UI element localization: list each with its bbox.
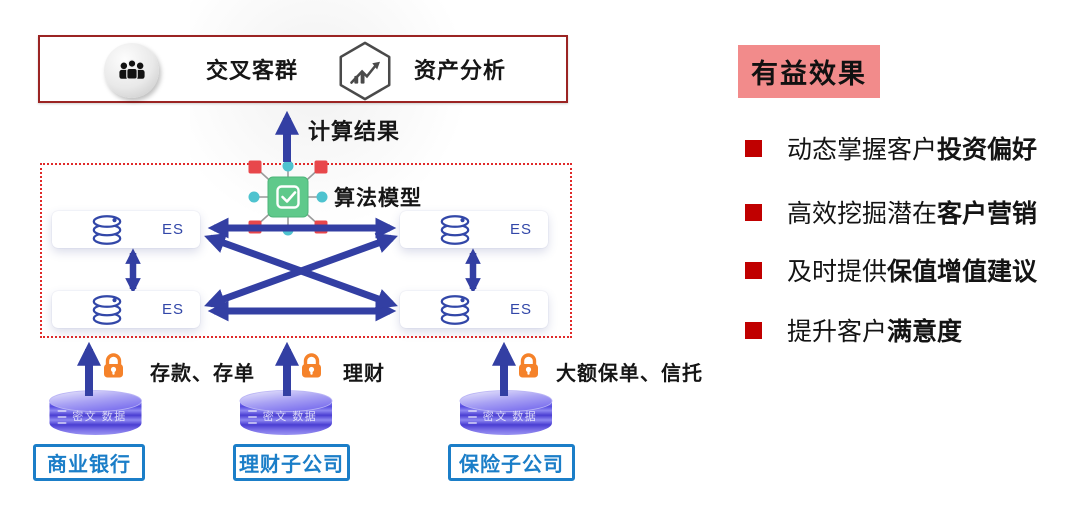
org-label-commercial-bank: 商业银行 [33,444,145,481]
benefit-item: 高效挖掘潜在客户营销 [745,197,1038,228]
es-label: ES [510,221,533,238]
algorithm-model-icon [245,160,331,243]
source-data-label-wealth: 理财 [343,363,385,385]
lock-icon [515,352,542,385]
database-cylinder: 密文 数据 [456,389,556,442]
trend-hexagon-icon [334,39,396,108]
es-label: ES [162,301,185,318]
lock-icon [100,352,127,385]
benefit-text: 及时提供保值增值建议 [787,258,1038,286]
cross-customer-label: 交叉客群 [206,58,299,83]
es-node-top-left: ES [52,211,200,248]
es-node-top-right: ES [400,211,548,248]
es-node-bottom-right: ES [400,291,548,328]
database-icon [92,214,122,245]
benefits-title: 有益效果 [738,45,880,98]
output-panel: 交叉客群 资产分析 [38,35,568,103]
asset-analysis-label: 资产分析 [414,58,507,83]
org-label-insurance-subsidiary: 保险子公司 [448,444,575,481]
benefit-text: 提升客户满意度 [787,318,963,346]
database-icon [92,294,122,325]
cylinder-text: 密文 数据 [263,409,318,423]
result-arrow-label: 计算结果 [308,119,401,144]
people-icon [104,43,159,98]
database-cylinder: 密文 数据 [238,389,334,442]
benefit-text: 动态掌握客户投资偏好 [787,136,1038,164]
benefit-item: 提升客户满意度 [745,315,963,346]
database-icon [440,214,470,245]
benefit-item: 动态掌握客户投资偏好 [745,133,1038,164]
cylinder-text: 密文 数据 [72,409,127,423]
lock-icon [298,352,325,385]
cylinder-text: 密文 数据 [483,409,538,423]
algorithm-model-label: 算法模型 [334,187,422,210]
bullet-square-icon [745,203,762,221]
bullet-square-icon [745,321,762,339]
database-cylinder: 密文 数据 [47,389,144,442]
source-data-label-deposits: 存款、存单 [150,363,255,385]
es-label: ES [162,221,185,238]
es-node-bottom-left: ES [52,291,200,328]
bullet-square-icon [745,139,762,157]
org-label-wealth-subsidiary: 理财子公司 [233,444,350,481]
es-label: ES [510,301,533,318]
database-icon [440,294,470,325]
secure-compute-zone [40,163,572,338]
benefit-text: 高效挖掘潜在客户营销 [787,200,1038,228]
source-data-label-insurance: 大额保单、信托 [556,363,703,385]
bullet-square-icon [745,261,762,279]
benefit-item: 及时提供保值增值建议 [745,255,1038,286]
